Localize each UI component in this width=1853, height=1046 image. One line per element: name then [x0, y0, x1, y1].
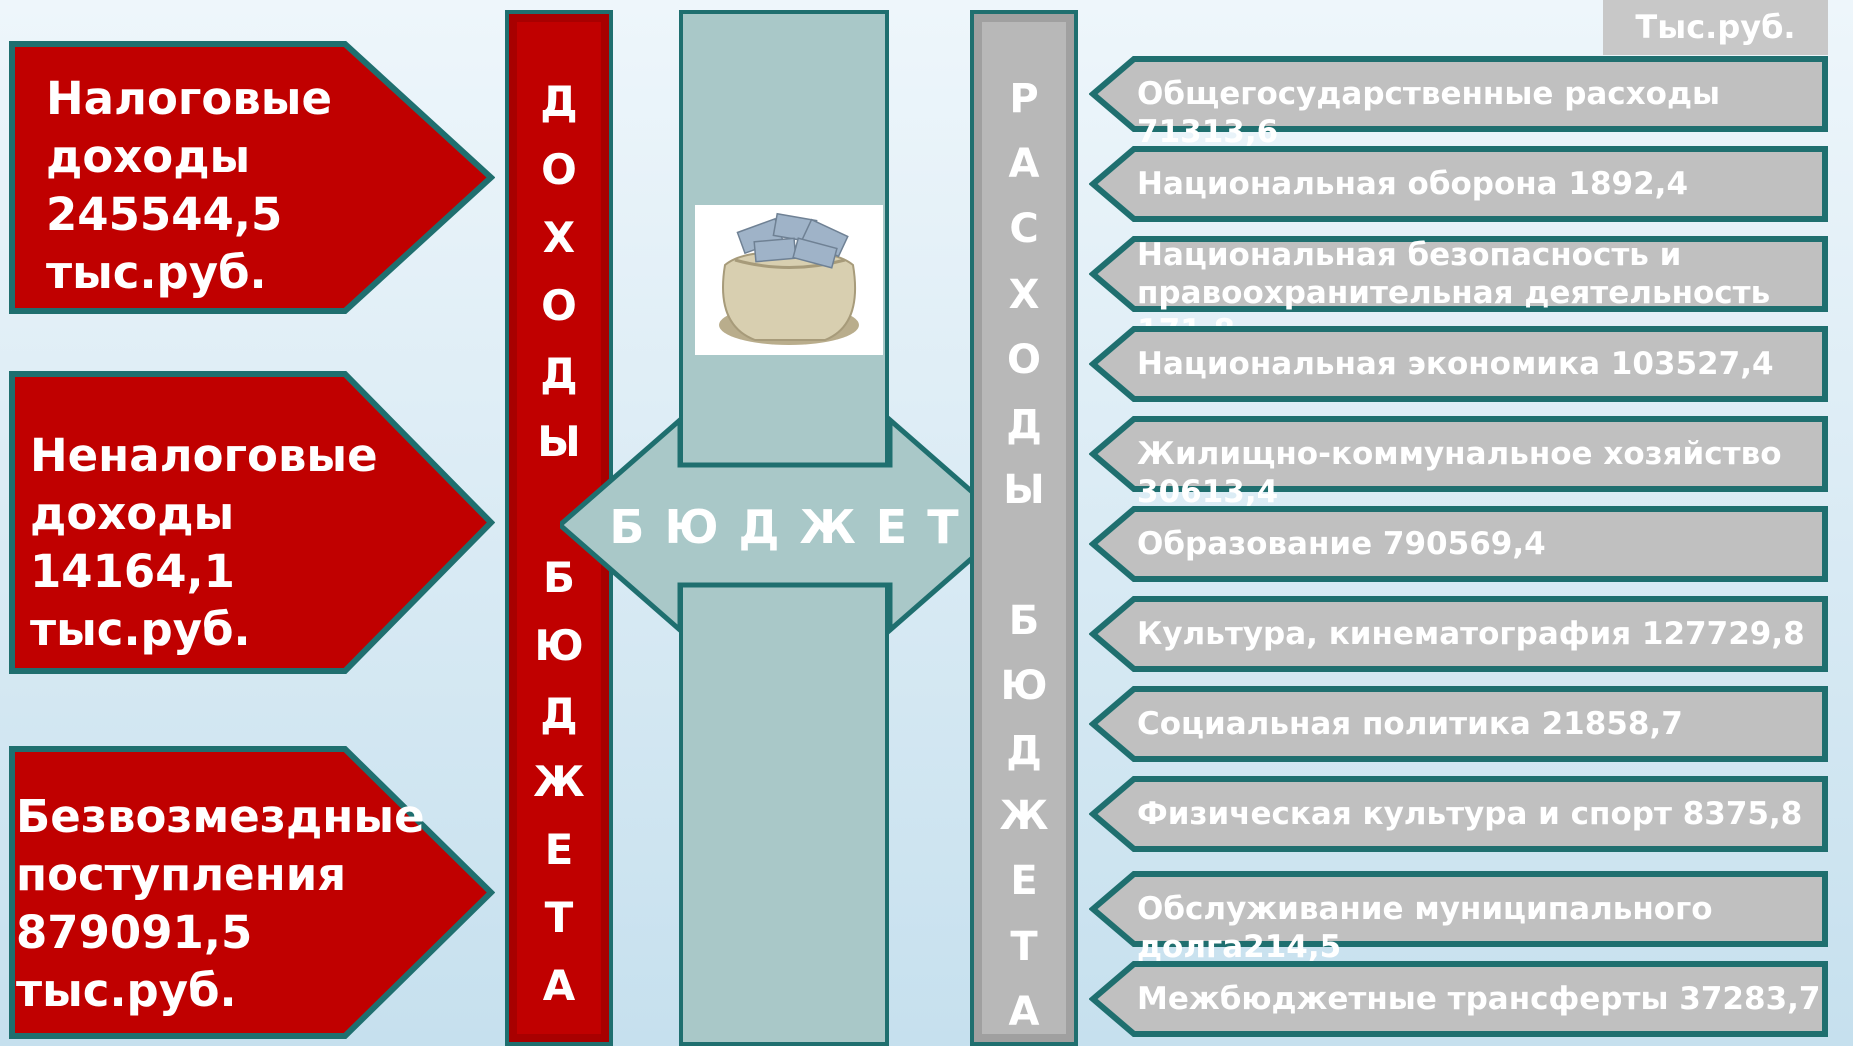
- expense-arrow: [1089, 145, 1831, 223]
- expense-label: Национальная экономика 103527,4: [1137, 346, 1774, 382]
- column-letter: Б: [1008, 597, 1040, 644]
- money-bag-icon: [695, 205, 883, 355]
- column-letter: А: [1008, 141, 1040, 188]
- column-letter: О: [541, 281, 577, 330]
- column-letter: А: [1008, 988, 1040, 1035]
- expense-label: Культура, кинематография 127729,8: [1137, 616, 1805, 652]
- expense-arrow: [1089, 415, 1831, 493]
- income-label: Неналоговые доходы 14164,1 тыс.руб.: [30, 429, 378, 656]
- income-label: Налоговые доходы 245544,5 тыс.руб.: [46, 72, 333, 299]
- column-letter: Т: [1010, 923, 1038, 970]
- column-letter: Ю: [1000, 662, 1048, 709]
- column-letter: Д: [540, 689, 578, 738]
- expense-column: [970, 10, 1078, 1046]
- column-letter: Д: [540, 77, 578, 126]
- income-arrow: [0, 40, 500, 315]
- expense-arrow: [1089, 505, 1831, 583]
- column-letter: Т: [544, 893, 574, 942]
- column-letter: Ж: [533, 757, 585, 806]
- expense-label: Жилищно-коммунальное хозяйство 30613,4: [1137, 436, 1782, 510]
- column-letter: Б: [542, 553, 575, 602]
- column-letter: Ы: [1003, 467, 1045, 514]
- column-letter: Х: [542, 213, 576, 262]
- income-arrow: [0, 745, 500, 1040]
- column-letter: Х: [1008, 271, 1040, 318]
- expense-arrow: [1089, 55, 1831, 133]
- expense-arrow: [1089, 960, 1831, 1038]
- budget-double-arrow: [560, 414, 1010, 636]
- expense-label: Межбюджетные трансферты 37283,7: [1137, 981, 1821, 1017]
- expense-label: Социальная политика 21858,7: [1137, 706, 1683, 742]
- expense-label: Образование 790569,4: [1137, 526, 1546, 562]
- budget-label: Б Ю Д Ж Е Т: [609, 500, 961, 554]
- income-arrow: [0, 370, 500, 675]
- column-letter: Д: [1006, 728, 1042, 775]
- expense-label: Обслуживание муниципального долга214,5: [1137, 891, 1713, 965]
- expense-arrow: [1089, 235, 1831, 313]
- unit-label: Тыс.руб.: [1603, 0, 1828, 55]
- column-letter: Р: [1009, 76, 1039, 122]
- expense-label: Национальная безопасность и правоохранит…: [1137, 237, 1771, 349]
- column-letter: О: [1006, 336, 1041, 383]
- expense-arrow: [1089, 595, 1831, 673]
- expense-label: Общегосударственные расходы 71313,6: [1137, 76, 1721, 150]
- expense-arrow: [1089, 775, 1831, 853]
- column-letter: Ю: [534, 621, 584, 670]
- column-letter: А: [542, 961, 576, 1010]
- column-letter: Ы: [537, 417, 581, 466]
- column-letter: Е: [544, 825, 574, 874]
- income-label: Безвозмездные поступления 879091,5 тыс.р…: [16, 790, 425, 1017]
- column-letter: С: [1009, 206, 1039, 253]
- expense-arrow: [1089, 685, 1831, 763]
- column-letter: Д: [540, 349, 578, 398]
- column-letter: Ж: [999, 793, 1049, 840]
- column-letter: О: [541, 145, 577, 194]
- column-letter: Д: [1006, 402, 1042, 449]
- expense-label: Физическая культура и спорт 8375,8: [1137, 796, 1803, 832]
- expense-label: Национальная оборона 1892,4: [1137, 166, 1689, 202]
- column-letter: Е: [1010, 858, 1038, 905]
- expense-arrow: [1089, 325, 1831, 403]
- expense-arrow: [1089, 870, 1831, 948]
